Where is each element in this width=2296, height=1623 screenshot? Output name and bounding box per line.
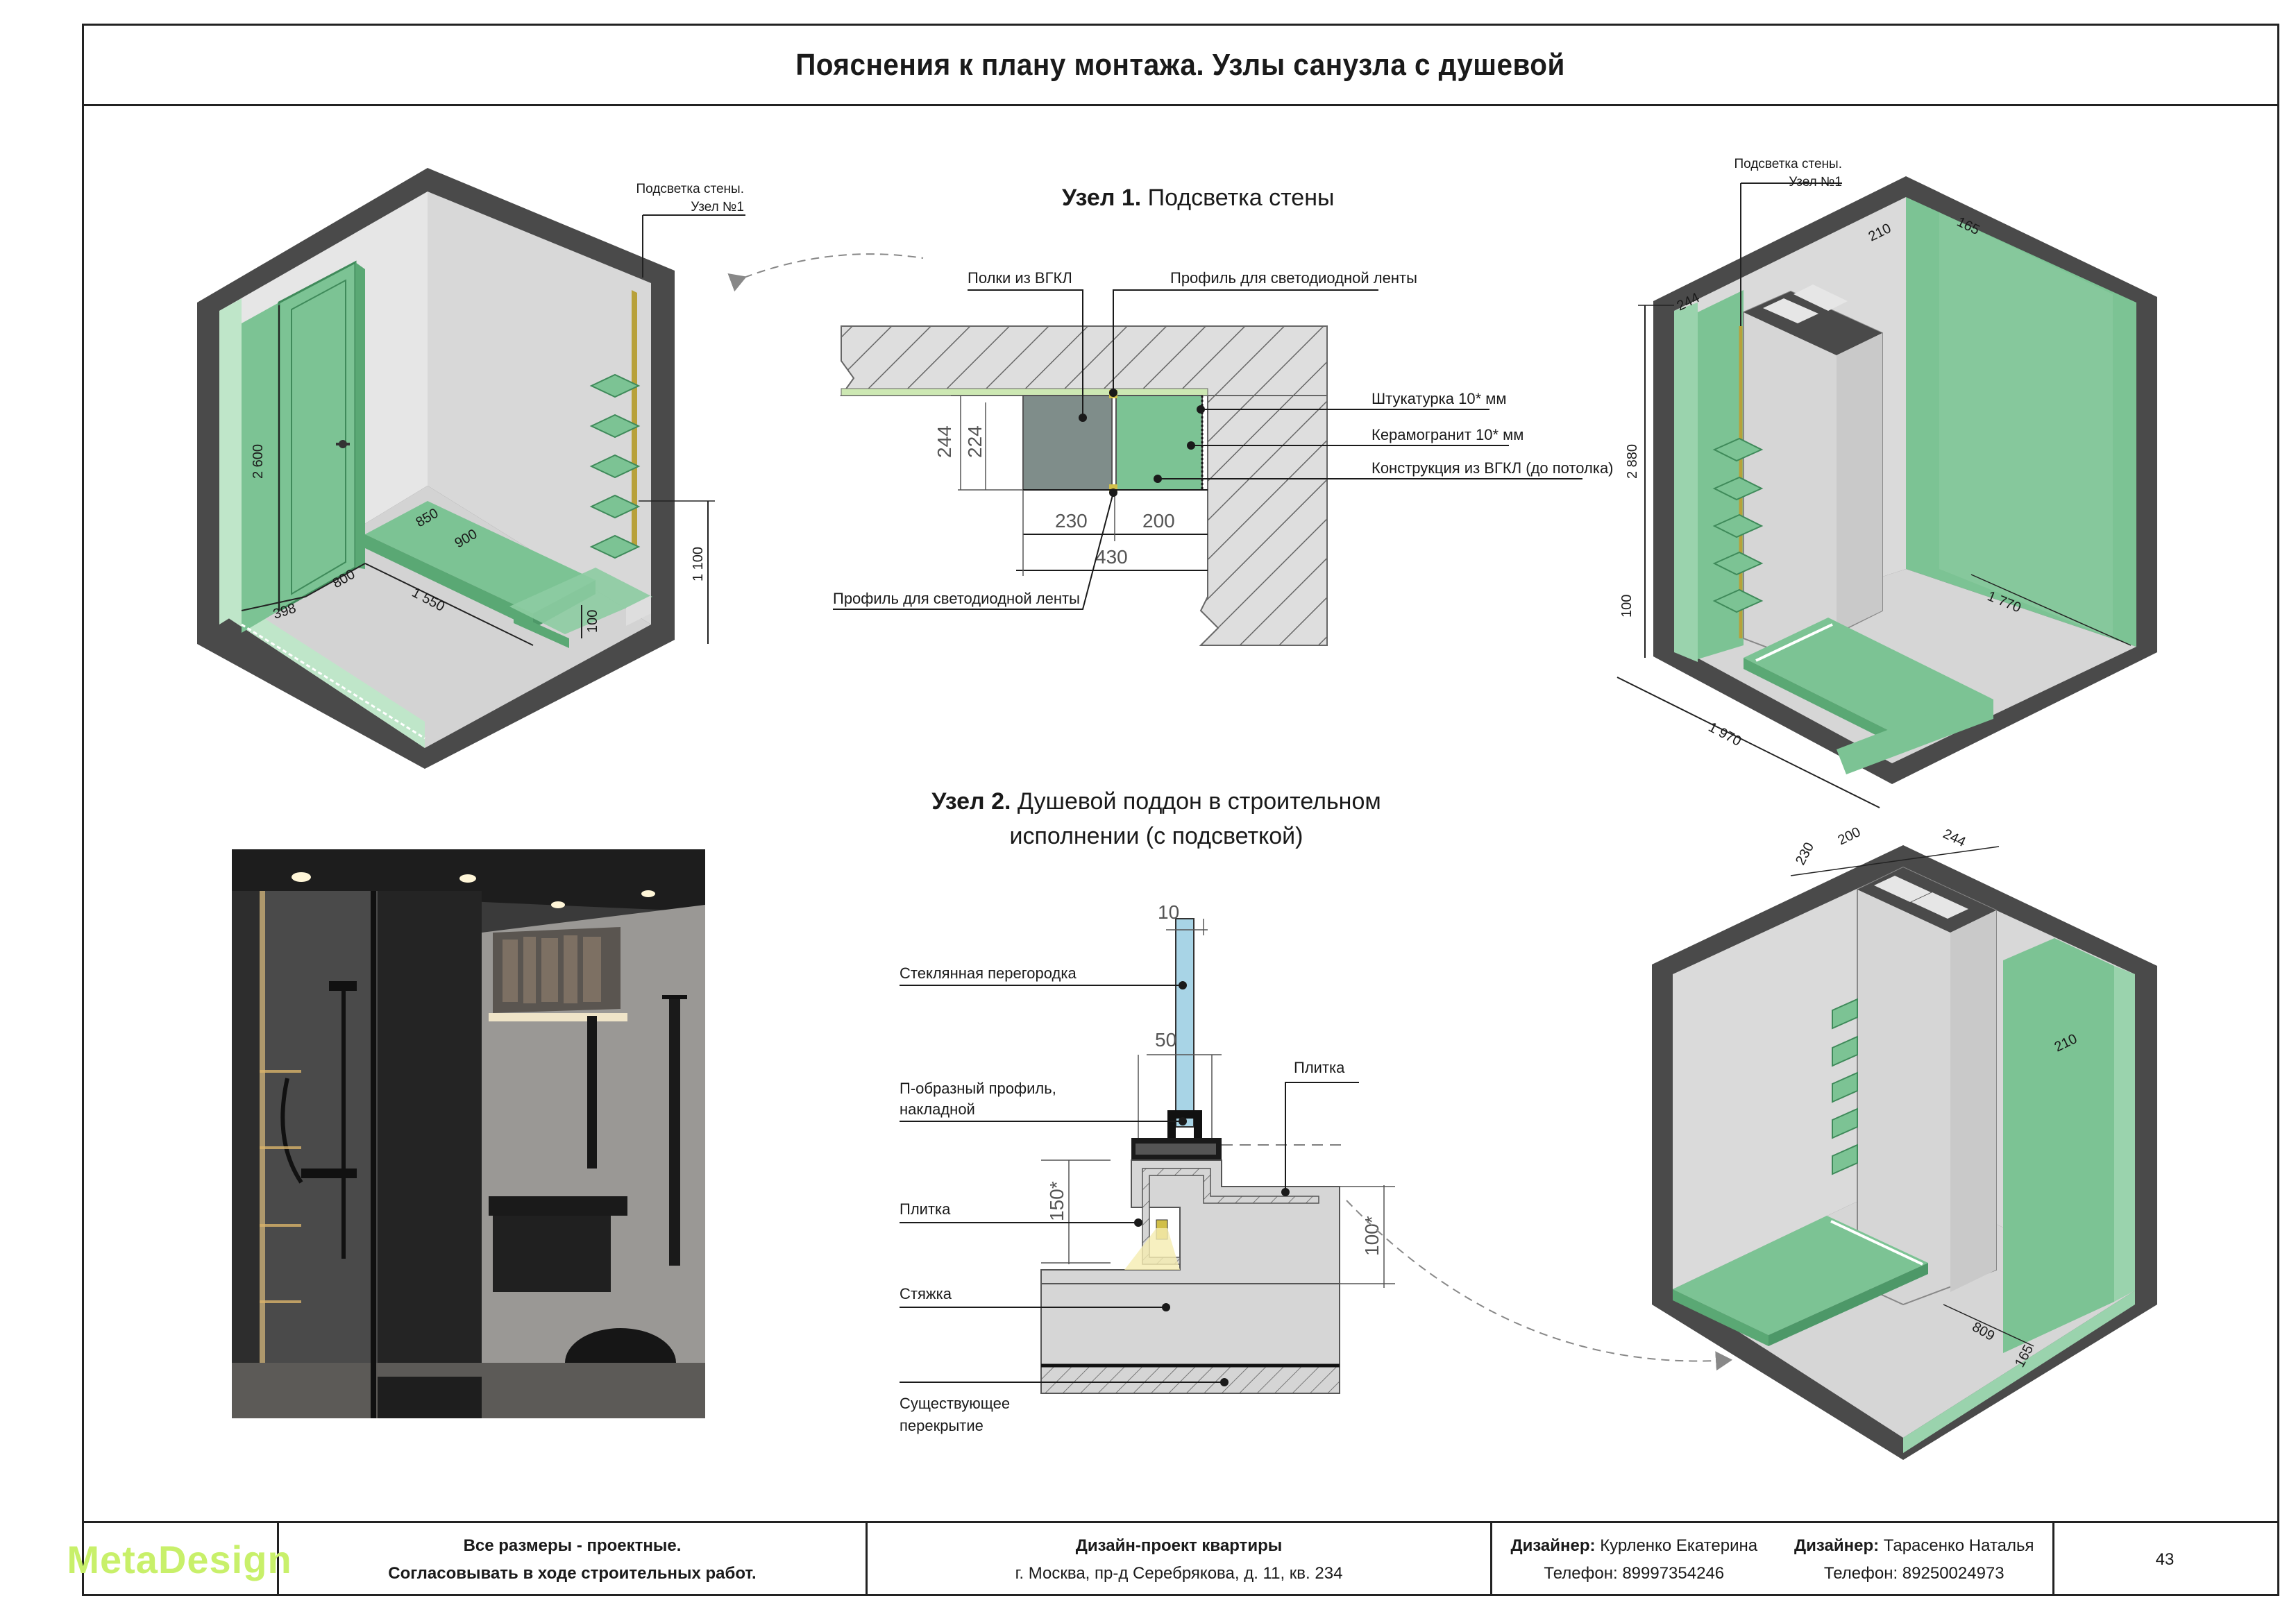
project-cell: Дизайн-проект квартиры г. Москва, пр-д С… — [868, 1523, 1492, 1596]
iso-left-room — [197, 168, 675, 769]
label-screed: Стяжка — [900, 1285, 952, 1302]
iso-right-top-room — [1653, 176, 2157, 784]
iso-left-dimensions: 2 600 850 900 800 398 1 550 100 1 100 По… — [241, 182, 924, 646]
dim-230: 230 — [1055, 510, 1088, 532]
title-bar: Пояснения к плану монтажа. Узлы санузла … — [84, 26, 2277, 106]
node2-heading-line2: исполнении (с подсветкой) — [1010, 823, 1303, 849]
iso-right-bottom-room — [1652, 845, 2157, 1460]
dim-10: 10 — [1158, 901, 1179, 923]
dim-150: 150* — [1046, 1181, 1067, 1221]
label-plaster: Штукатурка 10* мм — [1371, 390, 1507, 407]
page-number-cell: 43 — [2054, 1523, 2275, 1596]
designer-2-name: Тарасенко Наталья — [1879, 1536, 2034, 1555]
note-line1: Все размеры - проектные. — [463, 1536, 682, 1555]
designer-1: Дизайнер: Курленко Екатерина Телефон: 89… — [1510, 1532, 1757, 1588]
label-slab-line1: Существующее — [900, 1395, 1010, 1412]
bathroom-render-photo — [232, 849, 705, 1418]
dim-1970: 1 970 — [1706, 720, 1744, 749]
iso-right-callout-line1: Подсветка стены. — [1734, 157, 1842, 171]
iso-right-callout-line2: Узел №1 — [1789, 175, 1842, 189]
designer-2-phone: Телефон: 89250024973 — [1823, 1563, 2004, 1583]
designer-1-phone: Телефон: 89997354246 — [1544, 1563, 1725, 1583]
designer-1-name: Курленко Екатерина — [1595, 1536, 1758, 1555]
dim-50: 50 — [1155, 1029, 1176, 1051]
node2-section: Узел 2. Душевой поддон в строительном ис… — [900, 788, 1732, 1434]
label-profile-line2: накладной — [900, 1101, 975, 1118]
iso-left-callout-line2: Узел №1 — [691, 200, 744, 214]
dim-244: 244 — [934, 425, 955, 458]
node2-heading-line1: Узел 2. Душевой поддон в строительном — [931, 788, 1381, 815]
dim-1100: 1 100 — [691, 547, 706, 581]
label-glass: Стеклянная перегородка — [900, 965, 1077, 982]
label-shelves: Полки из ВГКЛ — [968, 269, 1072, 287]
dim-100: 100* — [1361, 1216, 1383, 1256]
dim-100: 100 — [585, 610, 600, 633]
node1-section: Узел 1. Подсветка стены 230 200 430 244 … — [833, 185, 1614, 646]
dim-200: 200 — [1836, 824, 1864, 848]
company-logo: MetaDesign — [67, 1537, 292, 1581]
note-line2: Согласовывать в ходе строительных работ. — [388, 1563, 757, 1583]
project-address: г. Москва, пр-д Серебрякова, д. 11, кв. … — [1015, 1563, 1343, 1583]
dim-2880: 2 880 — [1625, 444, 1640, 479]
label-slab-line2: перекрытие — [900, 1417, 984, 1434]
label-tile-right: Плитка — [1294, 1059, 1345, 1076]
label-tile-left: Плитка — [900, 1200, 951, 1218]
project-title: Дизайн-проект квартиры — [1075, 1536, 1283, 1555]
page-number: 43 — [2155, 1549, 2175, 1569]
drawing-sheet: Пояснения к плану монтажа. Узлы санузла … — [82, 24, 2279, 1596]
node1-heading: Узел 1. Подсветка стены — [1062, 185, 1334, 211]
label-porcelain: Керамогранит 10* мм — [1371, 426, 1523, 443]
label-profile-line1: П-образный профиль, — [900, 1080, 1056, 1097]
iso-left-callout-line1: Подсветка стены. — [636, 182, 744, 196]
page-title: Пояснения к плану монтажа. Узлы санузла … — [795, 47, 1566, 82]
dim-200: 200 — [1142, 510, 1175, 532]
label-profile-bottom: Профиль для светодиодной ленты — [833, 590, 1080, 607]
logo-cell: MetaDesign — [67, 1523, 292, 1596]
dim-2600: 2 600 — [251, 444, 266, 479]
bathroom-render — [232, 849, 705, 1418]
title-block: MetaDesign Все размеры - проектные. Согл… — [67, 1521, 2279, 1596]
label-construction: Конструкция из ВГКЛ (до потолка) — [1371, 459, 1614, 477]
label-profile-top: Профиль для светодиодной ленты — [1170, 269, 1417, 287]
dim-430: 430 — [1095, 546, 1128, 568]
dim-100: 100 — [1619, 595, 1635, 618]
designer-2: Дизайнер: Тарасенко Наталья Телефон: 892… — [1794, 1532, 2034, 1588]
dim-224: 224 — [964, 425, 986, 458]
dim-230: 230 — [1793, 840, 1817, 868]
designers-cell: Дизайнер: Курленко Екатерина Телефон: 89… — [1492, 1523, 2054, 1596]
dim-244: 244 — [1941, 826, 1968, 850]
note-cell: Все размеры - проектные. Согласовывать в… — [279, 1523, 868, 1596]
